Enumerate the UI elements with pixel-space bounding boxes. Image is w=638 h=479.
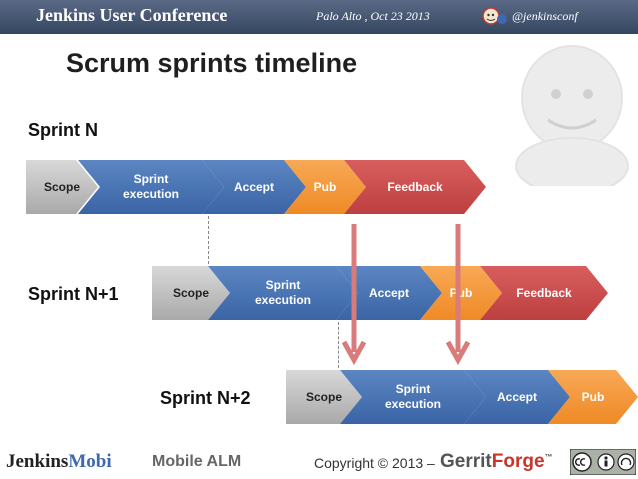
jenkins-logo-icon — [482, 7, 507, 25]
execution-line2: execution — [122, 187, 179, 201]
feedback-label: Feedback — [516, 285, 572, 300]
pub-label: Pub — [449, 285, 473, 300]
sprint-n-execution: Sprint execution — [78, 160, 224, 214]
execution-line2: execution — [384, 397, 441, 411]
pub-label: Pub — [313, 179, 337, 194]
sprint-n2-accept: Accept — [464, 370, 570, 424]
scope-label: Scope — [172, 285, 209, 300]
dashed-guide — [338, 322, 339, 368]
jenkins-butler-mascot-icon — [515, 45, 629, 186]
brand-jenkins: Jenkins — [6, 451, 69, 472]
venue-date: Palo Alto , Oct 23 2013 — [316, 9, 430, 23]
twitter-handle: @jenkinsconf — [512, 9, 578, 23]
brand-mobi: Mobi — [68, 451, 112, 472]
creative-commons-icon — [570, 449, 636, 475]
execution-line1: Sprint — [133, 172, 169, 186]
accept-label: Accept — [233, 179, 274, 194]
execution-line1: Sprint — [395, 382, 431, 396]
sprint-n2-label: Sprint N+2 — [160, 388, 251, 408]
gf-tm: ™ — [544, 452, 553, 462]
footer: JenkinsMobi Mobile ALM Copyright © 2013 … — [0, 443, 638, 479]
sprint-n1-label: Sprint N+1 — [28, 284, 119, 304]
gf-gerrit: Gerrit — [440, 451, 492, 472]
jenkinsmobi-logo: JenkinsMobi — [6, 451, 112, 473]
copyright-text: Copyright © 2013 – — [314, 455, 435, 471]
accept-label: Accept — [496, 389, 537, 404]
slide-title: Scrum sprints timeline — [66, 48, 358, 78]
sprint-n1-execution: Sprint execution — [208, 266, 358, 320]
pub-label: Pub — [581, 389, 605, 404]
gerritforge-logo: GerritForge™ — [440, 451, 553, 473]
dashed-guide — [208, 216, 209, 264]
scope-label: Scope — [43, 179, 80, 194]
execution-line2: execution — [254, 293, 311, 307]
conference-title: Jenkins User Conference — [36, 5, 228, 25]
mobile-alm-label: Mobile ALM — [152, 453, 242, 470]
sprint-n2-execution: Sprint execution — [340, 370, 486, 424]
execution-line1: Sprint — [265, 278, 301, 292]
scope-label: Scope — [305, 389, 342, 404]
feedback-label: Feedback — [387, 179, 443, 194]
header-bar: Jenkins User Conference Palo Alto , Oct … — [0, 0, 638, 34]
sprint-n-label: Sprint N — [28, 120, 98, 140]
accept-label: Accept — [368, 285, 409, 300]
gf-forge: Forge — [491, 451, 545, 472]
sprint-n-feedback: Feedback — [344, 160, 486, 214]
